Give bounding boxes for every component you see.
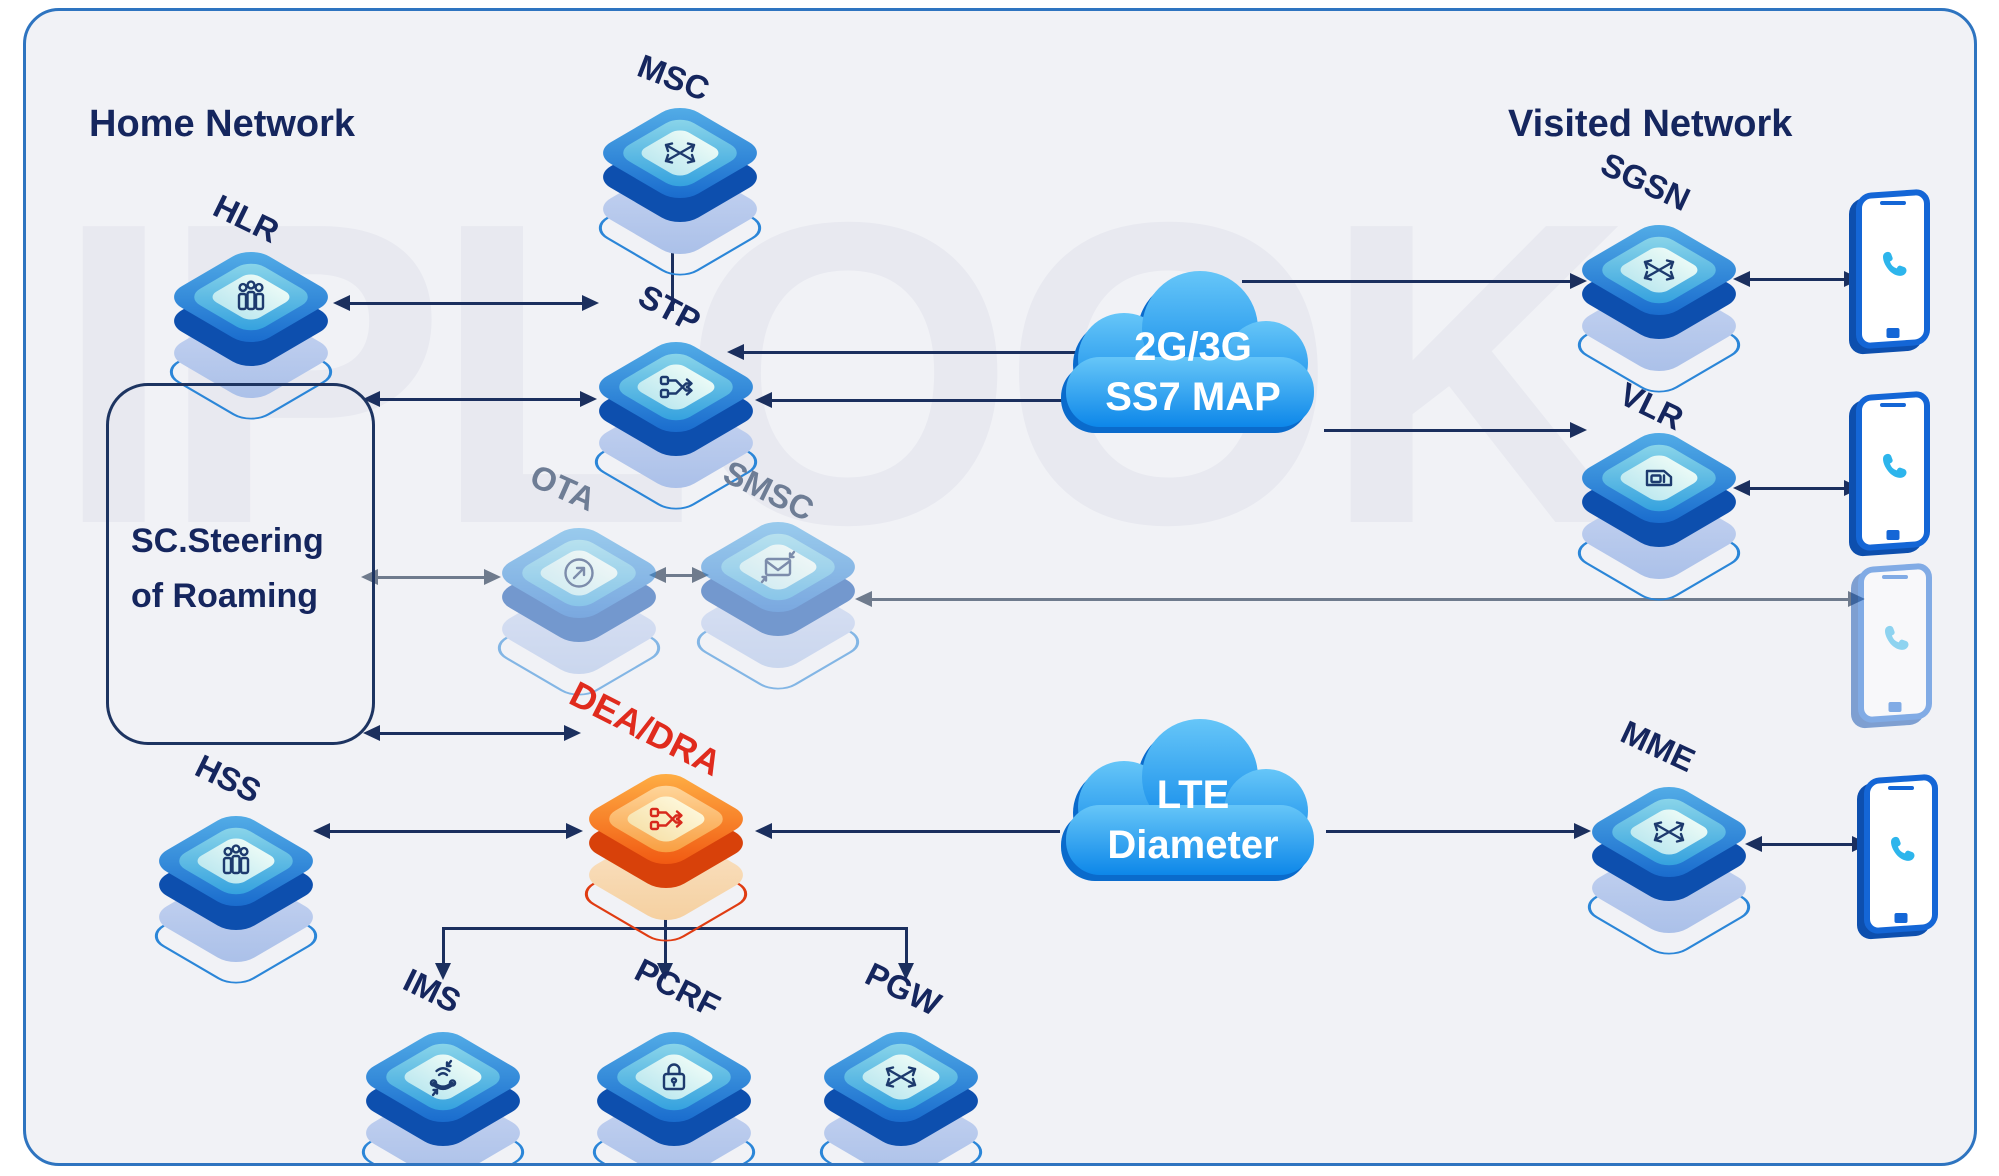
lte-cloud-line2: Diameter (1107, 823, 1279, 867)
cloud-shape (1061, 271, 1314, 433)
phone-handset-icon (1875, 619, 1915, 664)
pgw-node (809, 1015, 993, 1163)
branch-dea-horizontal (443, 927, 907, 930)
steering-box-line1: SC.Steering (131, 522, 324, 560)
ota-node (487, 511, 671, 711)
smsc-node (686, 505, 870, 705)
subscriber-phone-sms (1858, 562, 1932, 724)
arrow-ss7cloud-sgsn (1242, 273, 1587, 289)
sms-envelope-icon (752, 541, 804, 593)
arrow-hlr-stp (333, 295, 599, 311)
crossed-arrows-icon (1643, 806, 1695, 858)
ims-label: IMS (397, 961, 467, 1020)
crossed-arrows-icon (1633, 244, 1685, 296)
arrow-ltecloud-mme (1326, 823, 1591, 839)
arrow-dea-ims (435, 927, 451, 980)
ota-update-icon (553, 547, 605, 599)
cloud-shape (1061, 719, 1314, 881)
diameter-routing-icon (640, 793, 692, 845)
mme-node (1577, 770, 1761, 970)
phone-handset-icon (1881, 830, 1921, 875)
arrow-ss7cloud-vlr (1324, 422, 1587, 438)
sim-card-icon (1633, 452, 1685, 504)
phone-handset-icon (1873, 245, 1913, 290)
visited-network-title: Visited Network (1508, 103, 1793, 145)
steering-of-roaming-box: SC.Steering of Roaming (106, 383, 375, 745)
sgsn-node (1567, 208, 1751, 408)
arrow-vlr-phone (1733, 480, 1861, 496)
arrow-sgsn-phone (1733, 271, 1861, 287)
home-network-title: Home Network (89, 103, 356, 145)
steering-box-line2: of Roaming (131, 577, 318, 616)
arrow-box-ota (361, 569, 501, 585)
vlr-node (1567, 416, 1751, 616)
ss7-cloud-line1: 2G/3G (1134, 325, 1252, 369)
phone-handset-icon (1873, 447, 1913, 492)
branch-dea-stem (664, 916, 667, 929)
subscriber-phone-vlr (1856, 390, 1930, 552)
subscriber-group-icon (225, 271, 277, 323)
policy-lock-icon (648, 1051, 700, 1103)
arrow-ltecloud-dea (755, 823, 1060, 839)
dea-dra-node (574, 757, 758, 957)
arrow-ss7cloud-stp-upper (727, 344, 1088, 360)
arrow-dea-pgw (898, 927, 914, 980)
iplook-watermark: IPLOOK (54, 134, 1632, 614)
arrow-mme-phone (1745, 836, 1869, 852)
arrow-box-dea (363, 725, 581, 741)
arrow-dea-pcrf (657, 927, 673, 980)
arrow-ss7cloud-stp-lower (755, 392, 1062, 408)
arrow-box-stp (363, 391, 597, 407)
diagram-frame: IPLOOK Home Network Visited Network SC. (23, 8, 1977, 1166)
pcrf-node (582, 1015, 766, 1163)
lte-cloud-line1: LTE (1156, 773, 1230, 817)
ss7-cloud-line2: SS7 MAP (1105, 375, 1281, 419)
hss-node (144, 799, 328, 999)
voice-call-icon (417, 1051, 469, 1103)
subscriber-phone-lte (1864, 773, 1938, 935)
stp-node (584, 325, 768, 525)
crossed-arrows-icon (654, 127, 706, 179)
hlr-node (159, 235, 343, 435)
ims-node (351, 1015, 535, 1163)
msc-node (588, 91, 772, 291)
crossed-arrows-icon (875, 1051, 927, 1103)
arrow-hss-dea (313, 823, 583, 839)
lte-diameter-cloud: LTE Diameter (1054, 711, 1332, 889)
subscriber-group-icon (210, 835, 262, 887)
ss7-map-cloud: 2G/3G SS7 MAP (1054, 263, 1332, 441)
subscriber-phone-2g3g (1856, 188, 1930, 350)
signal-transfer-icon (650, 361, 702, 413)
